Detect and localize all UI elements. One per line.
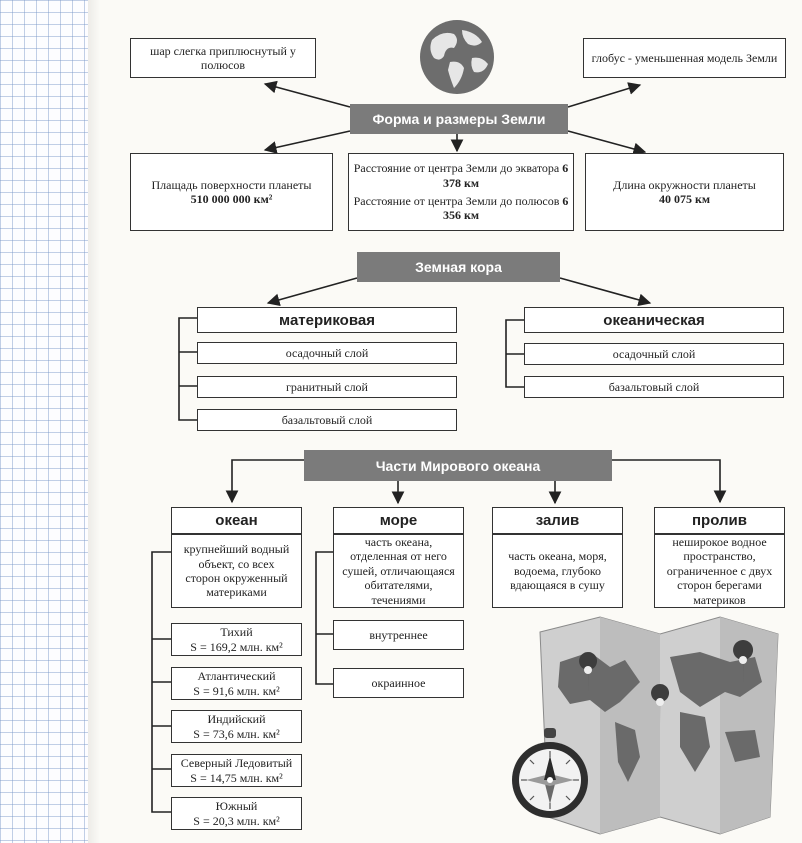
continental-crust-title: материковая — [279, 311, 375, 329]
strait-description: неширокое водное пространство, ограничен… — [654, 534, 785, 608]
ocean-name: Северный Ледовитый — [180, 756, 293, 771]
crust-layer-label: осадочный слой — [612, 346, 696, 361]
circumference-value: 40 075 км — [658, 192, 711, 206]
ocean-name: Тихий — [220, 625, 253, 640]
ocean-title: океан — [215, 512, 258, 529]
pole-radius: Расстояние от центра Земли до полюсов 6 … — [349, 194, 573, 223]
sea-header: море — [333, 507, 464, 534]
crust-layer-item: базальтовый слой — [197, 409, 457, 431]
ocean-list-item: Индийский S = 73,6 млн. км² — [171, 710, 302, 743]
crust-layer-item: осадочный слой — [524, 343, 784, 365]
note-globe-model: глобус - уменьшенная модель Земли — [583, 38, 786, 78]
crust-layer-label: базальтовый слой — [281, 412, 373, 427]
banner-title: Земная кора — [415, 259, 502, 275]
banner-title: Части Мирового океана — [375, 457, 541, 474]
bay-header: залив — [492, 507, 623, 534]
banner-shape-size: Форма и размеры Земли — [350, 104, 568, 134]
map-icon — [539, 616, 779, 835]
pole-radius-value: 6 356 км — [442, 194, 569, 223]
radius-box: Расстояние от центра Земли до экватора 6… — [348, 153, 574, 231]
crust-layer-label: базальтовый слой — [608, 379, 700, 394]
continental-crust-header: материковая — [197, 307, 457, 333]
ocean-area: S = 14,75 млн. км² — [190, 770, 283, 785]
oceanic-crust-title: океаническая — [603, 311, 705, 329]
banner-title: Форма и размеры Земли — [372, 111, 546, 127]
compass-icon — [512, 728, 588, 818]
sea-type-item: окраинное — [333, 668, 464, 698]
sea-title: море — [379, 512, 418, 529]
ocean-area: S = 73,6 млн. км² — [193, 726, 280, 741]
ocean-header: океан — [171, 507, 302, 534]
sea-desc-text: часть океана, отделенная от него сушей, … — [342, 535, 455, 607]
strait-title: пролив — [692, 512, 747, 529]
ocean-list-item: Атлантический S = 91,6 млн. км² — [171, 667, 302, 700]
note-text: глобус - уменьшенная модель Земли — [591, 50, 778, 65]
equator-radius-label: Расстояние от центра Земли до экватора — [353, 161, 560, 176]
banner-earth-crust: Земная кора — [357, 252, 560, 282]
crust-layer-item: гранитный слой — [197, 376, 457, 398]
ocean-name: Атлантический — [197, 669, 276, 684]
sea-type-label: окраинное — [371, 675, 426, 690]
oceanic-crust-header: океаническая — [524, 307, 784, 333]
ocean-description: крупнейший водный объект, со всех сторон… — [171, 534, 302, 608]
equator-radius-value: 6 378 км — [442, 161, 569, 190]
globe-icon — [420, 20, 494, 94]
page-edge-shadow — [88, 0, 100, 843]
strait-header: пролив — [654, 507, 785, 534]
sea-type-item: внутреннее — [333, 620, 464, 650]
note-flattened-sphere: шар слегка приплюснутый у полюсов — [130, 38, 316, 78]
equator-radius: Расстояние от центра Земли до экватора 6… — [349, 161, 573, 190]
crust-layer-label: осадочный слой — [285, 345, 369, 360]
crust-layer-label: гранитный слой — [286, 379, 368, 394]
ocean-name: Южный — [215, 799, 258, 814]
ocean-name: Индийский — [207, 712, 266, 727]
sea-type-label: внутреннее — [369, 627, 428, 642]
ocean-list-item: Тихий S = 169,2 млн. км² — [171, 623, 302, 656]
pole-radius-label: Расстояние от центра Земли до полюсов — [353, 194, 560, 208]
circumference-label: Длина окружности планеты — [613, 177, 756, 192]
bay-desc-text: часть океана, моря, водоема, глубоко вда… — [508, 549, 607, 593]
crust-layer-item: осадочный слой — [197, 342, 457, 364]
ocean-area: S = 20,3 млн. км² — [193, 813, 280, 828]
ocean-area: S = 91,6 млн. км² — [193, 683, 280, 698]
bay-title: залив — [535, 512, 580, 529]
ocean-desc-text: крупнейший водный объект, со всех сторон… — [183, 542, 290, 600]
surface-area-value: 510 000 000 км² — [190, 192, 273, 206]
ocean-area: S = 169,2 млн. км² — [190, 639, 283, 654]
ocean-list-item: Северный Ледовитый S = 14,75 млн. км² — [171, 754, 302, 787]
banner-ocean-parts: Части Мирового океана — [304, 450, 612, 481]
surface-area-box: Плащадь поверхности планеты 510 000 000 … — [130, 153, 333, 231]
surface-area-label: Плащадь поверхности планеты — [151, 177, 312, 192]
graph-paper-margin — [0, 0, 88, 843]
crust-layer-item: базальтовый слой — [524, 376, 784, 398]
circumference-box: Длина окружности планеты 40 075 км — [585, 153, 784, 231]
sea-description: часть океана, отделенная от него сушей, … — [333, 534, 464, 608]
strait-desc-text: неширокое водное пространство, ограничен… — [666, 535, 773, 607]
note-text: шар слегка приплюснутый у полюсов — [150, 43, 296, 72]
bay-description: часть океана, моря, водоема, глубоко вда… — [492, 534, 623, 608]
ocean-list-item: Южный S = 20,3 млн. км² — [171, 797, 302, 830]
